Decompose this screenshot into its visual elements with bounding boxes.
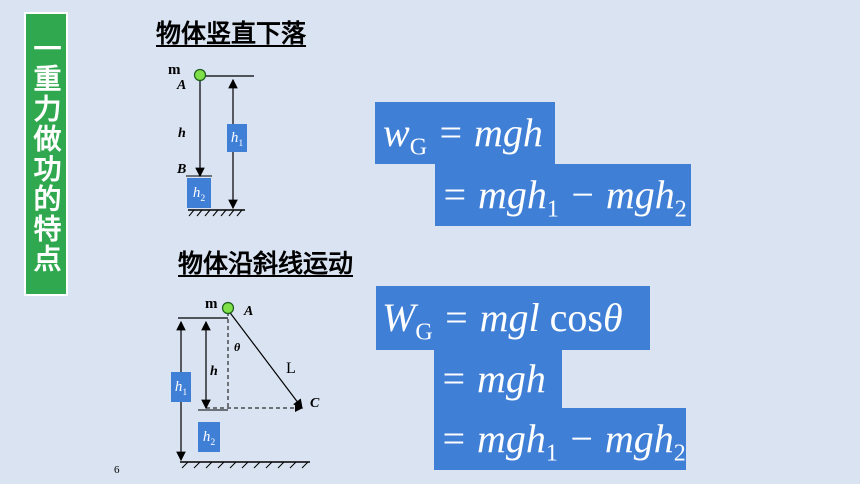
page-number: 6 <box>114 464 120 476</box>
mass-point-2 <box>221 301 235 315</box>
eq1-line1: wG = mgh <box>375 102 555 164</box>
d1-h2-box: h2 <box>187 178 211 208</box>
heading-vertical-fall: 物体竖直下落 <box>156 19 307 48</box>
diagram-vertical-fall <box>186 68 254 217</box>
d1-h1-box: h1 <box>227 124 247 152</box>
diagram-incline <box>176 301 310 469</box>
mass-point-1 <box>193 68 207 82</box>
d1-height-label: h <box>178 126 186 141</box>
side-title: 一重力做功的特点 <box>24 12 68 296</box>
heading-incline-motion: 物体沿斜线运动 <box>178 249 354 278</box>
d1-point-a: A <box>177 78 187 93</box>
d2-mass-label: m <box>205 296 218 312</box>
d2-point-a: A <box>244 304 254 319</box>
d2-point-c: C <box>310 396 320 411</box>
d2-h2-box: h2 <box>198 422 220 452</box>
eq1-line2: = mgh1 − mgh2 <box>435 164 691 226</box>
d1-point-b: B <box>177 162 187 177</box>
d2-height-label: h <box>210 364 218 379</box>
d2-angle-label: θ <box>234 340 241 354</box>
d1-mass-label: m <box>168 62 181 78</box>
eq2-line2: = mgh <box>434 350 562 408</box>
eq2-line1: WG = mgl cosθ <box>376 286 650 350</box>
d2-h1-box: h1 <box>171 372 191 402</box>
eq2-line3: = mgh1 − mgh2 <box>434 408 686 470</box>
d2-length-label: L <box>286 360 296 377</box>
